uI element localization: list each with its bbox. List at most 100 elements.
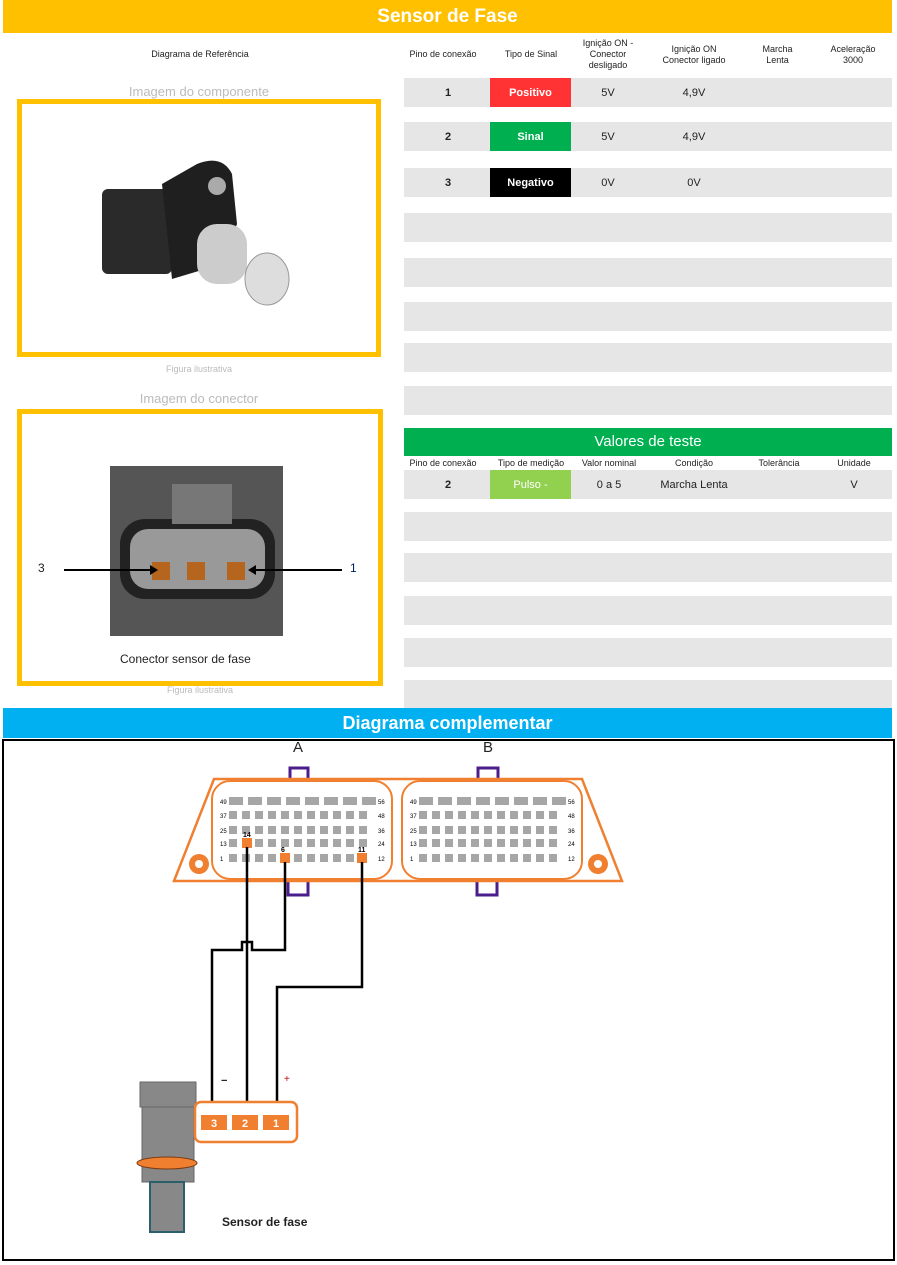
ecu-pin	[552, 797, 566, 805]
ecu-pin	[268, 826, 276, 834]
sensor-pin-label: 2	[242, 1118, 248, 1130]
ecu-pin	[497, 811, 505, 819]
ecu-pin	[432, 854, 440, 862]
ecu-pin	[362, 797, 376, 805]
ecu-pin	[514, 797, 528, 805]
ecu-pin	[267, 797, 281, 805]
sensor-pin-label: 1	[273, 1118, 279, 1130]
ign-off-value: 5V	[601, 86, 615, 99]
ecu-pin	[268, 811, 276, 819]
ecu-pin	[320, 854, 328, 862]
ecu-pin	[523, 826, 531, 834]
ecu-pin	[549, 826, 557, 834]
page-title: Sensor de Fase	[3, 0, 892, 33]
ecu-pin	[294, 854, 302, 862]
ecu-pin	[445, 839, 453, 847]
ecu-pin	[307, 854, 315, 862]
ecu-pin	[346, 854, 354, 862]
col-reference: Diagrama de Referência	[151, 49, 249, 59]
ecu-pin	[346, 839, 354, 847]
ecu-pin	[458, 826, 466, 834]
sensor-pin	[201, 1115, 227, 1130]
ecu-pin	[255, 811, 263, 819]
connector-pin-3-label: 3	[38, 561, 45, 575]
caption-2: Figura ilustrativa	[166, 685, 234, 695]
test-condition: Marcha Lenta	[660, 478, 728, 491]
ecu-pin	[523, 854, 531, 862]
test-values-title: Valores de teste	[404, 428, 892, 456]
ecu-pin	[320, 839, 328, 847]
ecu-pin	[359, 826, 367, 834]
ecu-pin	[445, 811, 453, 819]
ecu-pin	[281, 826, 289, 834]
ecu-pin	[510, 839, 518, 847]
minus-label: −	[221, 1075, 228, 1087]
row-label: 37	[410, 814, 417, 820]
ecu-pin	[255, 839, 263, 847]
ecu-pin-label: 14	[243, 832, 251, 839]
ecu-pin	[294, 811, 302, 819]
row-label: 12	[378, 857, 385, 863]
col-ign-off: Ignição ON - Conector desligado	[582, 38, 634, 70]
ecu-pin	[346, 826, 354, 834]
ecu-pin	[333, 839, 341, 847]
row-label: 49	[410, 800, 417, 806]
test-nominal: 0 a 5	[596, 478, 622, 491]
connector-pin-1-label: 1	[350, 561, 357, 575]
pin-row: 2 Sinal 5V 4,9V	[404, 122, 892, 151]
ecu-pin	[432, 826, 440, 834]
ecu-pin	[523, 811, 531, 819]
ecu-pin-highlight	[357, 853, 367, 863]
ecu-pin	[438, 797, 452, 805]
signal-type-badge: Positivo	[490, 78, 571, 107]
ecu-pin	[432, 811, 440, 819]
ecu-pin	[523, 839, 531, 847]
row-label: 13	[220, 842, 227, 848]
signal-type-badge: Sinal	[490, 122, 571, 151]
ecu-pin	[495, 797, 509, 805]
ecu-pin	[457, 797, 471, 805]
component-title: Imagem do componente	[128, 84, 270, 99]
ecu-pin	[536, 854, 544, 862]
row-label: 25	[410, 829, 417, 835]
ecu-pin	[294, 826, 302, 834]
sensor-pin	[263, 1115, 289, 1130]
ecu-pin	[343, 797, 357, 805]
ecu-pin	[333, 854, 341, 862]
caption-1: Figura ilustrativa	[165, 364, 233, 374]
ecu-pin	[359, 811, 367, 819]
pin-row: 1 Positivo 5V 4,9V	[404, 78, 892, 107]
ecu-pin	[419, 839, 427, 847]
empty-row	[404, 258, 892, 287]
ecu-pin	[419, 854, 427, 862]
ecu-pin	[471, 811, 479, 819]
ecu-pin	[432, 839, 440, 847]
empty-row	[404, 213, 892, 242]
test-row: 2 Pulso - 0 a 5 Marcha Lenta V	[404, 470, 892, 499]
ecu-pin	[307, 826, 315, 834]
ecu-pin	[476, 797, 490, 805]
ecu-pin	[307, 811, 315, 819]
ecu-pin	[268, 839, 276, 847]
ecu-pin	[458, 854, 466, 862]
ecu-pin	[333, 826, 341, 834]
ecu-pin	[242, 811, 250, 819]
ecu-pin-label: 6	[281, 847, 285, 854]
ign-on-value: 4,9V	[682, 86, 706, 99]
row-label: 24	[568, 842, 575, 848]
ecu-pin	[458, 811, 466, 819]
empty-row	[404, 386, 892, 415]
ecu-pin	[229, 854, 237, 862]
ecu-pin	[286, 797, 300, 805]
component-image-frame	[17, 99, 381, 357]
ecu-pin	[281, 811, 289, 819]
test-col-type: Tipo de medição	[497, 458, 565, 468]
pin-number: 1	[444, 86, 452, 99]
test-type-badge: Pulso -	[490, 470, 571, 499]
ecu-pin	[484, 839, 492, 847]
row-label: 37	[220, 814, 227, 820]
ecu-pin	[471, 839, 479, 847]
pin-number: 2	[444, 130, 452, 143]
ecu-pin	[549, 854, 557, 862]
